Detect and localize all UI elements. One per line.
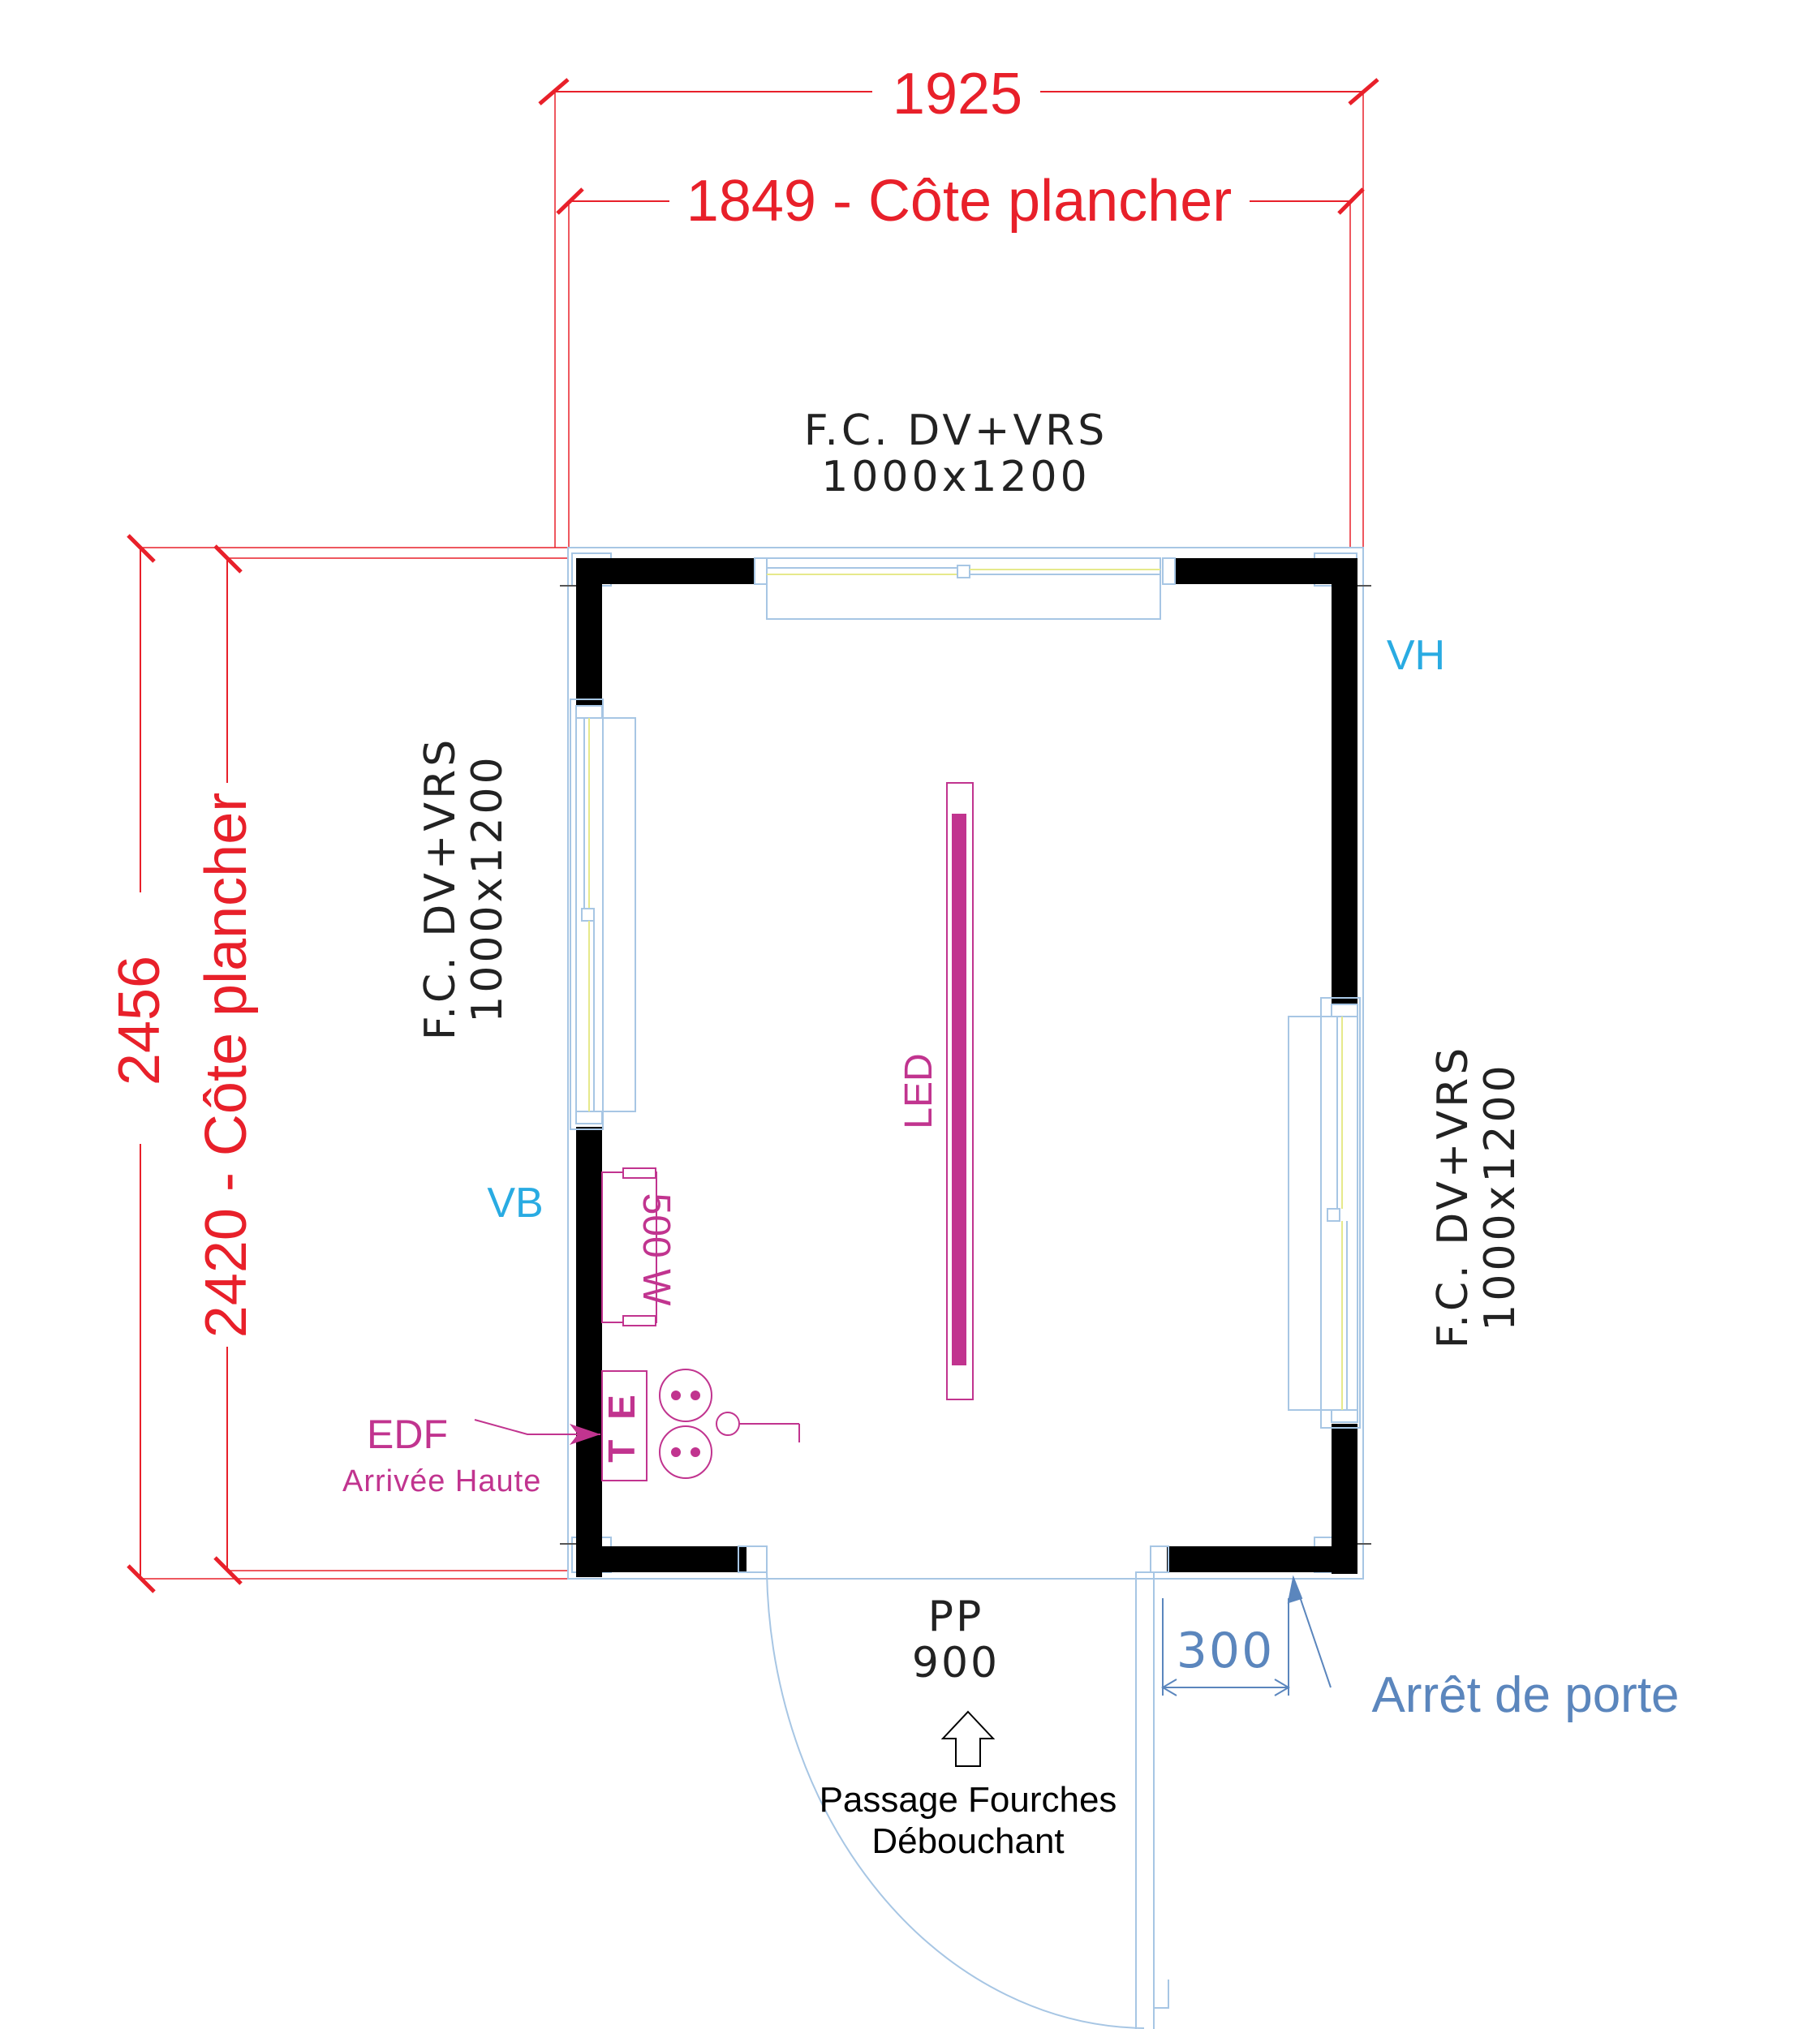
outer-outline bbox=[567, 547, 1364, 1580]
door-jamb bbox=[1150, 1545, 1169, 1573]
dim-300-label: 300 bbox=[1177, 1623, 1275, 1679]
led-outline bbox=[946, 782, 974, 1400]
switch-icon bbox=[716, 1412, 740, 1436]
heater bbox=[601, 1167, 657, 1326]
top-dimensions bbox=[538, 78, 1379, 548]
window-right-label-2: 1000x1200 bbox=[1476, 1062, 1525, 1330]
dim-tick bbox=[538, 78, 570, 105]
te-box bbox=[601, 1370, 648, 1481]
window-left-outer bbox=[570, 699, 604, 1130]
window-top bbox=[754, 557, 1176, 620]
heater-bracket bbox=[622, 1315, 656, 1326]
socket-pin bbox=[671, 1391, 681, 1400]
window-meeting-rail bbox=[1327, 1208, 1340, 1222]
window-top-label-2: 1000x1200 bbox=[821, 453, 1090, 501]
socket-outlet-icon bbox=[659, 1425, 712, 1479]
socket-pin bbox=[691, 1447, 700, 1457]
window-right-frame bbox=[1288, 1016, 1358, 1411]
window-left-label-2: 1000x1200 bbox=[463, 754, 512, 1022]
window-right bbox=[1288, 997, 1361, 1429]
window-right-outer bbox=[1320, 997, 1361, 1429]
door-swing bbox=[738, 1545, 1169, 2029]
door-handle bbox=[1154, 1980, 1169, 2009]
dim-2420-label: 2420 - Côte plancher bbox=[194, 793, 259, 1338]
forks-arrow bbox=[940, 1710, 996, 1767]
electrical-panel bbox=[601, 1369, 800, 1481]
wall-top-left bbox=[576, 558, 755, 584]
window-jamb bbox=[1331, 1409, 1358, 1423]
window-left bbox=[570, 699, 636, 1130]
door-leaf bbox=[1135, 1571, 1155, 2029]
door-stop-dimension bbox=[1161, 1598, 1290, 1696]
dim-1925-label: 1925 bbox=[893, 62, 1022, 127]
te-label: T E bbox=[600, 1390, 643, 1463]
walls bbox=[576, 558, 1357, 1577]
window-top-label-1: F.C. DV+VRS bbox=[804, 406, 1108, 455]
door-jamb bbox=[738, 1545, 768, 1573]
dim-1849-label: 1849 - Côte plancher bbox=[686, 169, 1232, 234]
socket-pin bbox=[691, 1391, 700, 1400]
wall-bottom-left bbox=[576, 1546, 747, 1572]
forks-label-1: Passage Fourches bbox=[820, 1780, 1117, 1820]
heater-label: 500 W bbox=[635, 1193, 678, 1306]
dim-tick bbox=[556, 187, 584, 215]
window-jamb bbox=[1162, 557, 1176, 585]
vb-label: VB bbox=[487, 1180, 543, 1227]
door-stop-leader bbox=[1287, 1575, 1332, 1688]
window-jamb bbox=[575, 1111, 603, 1124]
forks-label-2: Débouchant bbox=[871, 1821, 1064, 1861]
window-left-frame bbox=[575, 717, 636, 1112]
dim-arrow-icon bbox=[1161, 1679, 1177, 1696]
door-stop-label: Arrêt de porte bbox=[1371, 1667, 1679, 1723]
door-swing-arc bbox=[766, 1571, 1145, 2029]
window-meeting-rail bbox=[581, 908, 595, 922]
edf-supply bbox=[474, 1419, 600, 1445]
wall-left-bottom bbox=[576, 1127, 602, 1577]
dim-tick bbox=[1337, 187, 1365, 215]
socket-outlet-icon bbox=[659, 1369, 712, 1422]
window-right-label-1: F.C. DV+VRS bbox=[1429, 1045, 1478, 1348]
dim-tick bbox=[127, 534, 156, 563]
left-dimensions bbox=[127, 534, 568, 1593]
door-type-label: PP bbox=[928, 1593, 984, 1641]
wall-left-top bbox=[576, 558, 602, 707]
edf-arrow-head-icon bbox=[570, 1424, 600, 1445]
dim-arrow-icon bbox=[1274, 1679, 1290, 1696]
heater-bracket bbox=[622, 1167, 656, 1179]
led-fixture bbox=[946, 782, 974, 1400]
led-label: LED bbox=[897, 1053, 940, 1128]
edf-arrow-line bbox=[474, 1419, 600, 1435]
edf-label: EDF bbox=[367, 1412, 448, 1457]
dim-2456-label: 2456 bbox=[107, 956, 172, 1085]
edf-sub-label: Arrivée Haute bbox=[342, 1464, 541, 1498]
window-jamb bbox=[754, 557, 768, 585]
socket-pin bbox=[671, 1447, 681, 1457]
wall-bottom-right bbox=[1167, 1546, 1357, 1572]
door-width-label: 900 bbox=[912, 1639, 1000, 1687]
vh-label: VH bbox=[1387, 632, 1445, 679]
wall-right-top bbox=[1332, 558, 1357, 1004]
window-meeting-rail bbox=[957, 565, 970, 578]
up-arrow-icon bbox=[940, 1710, 996, 1767]
window-top-frame bbox=[766, 557, 1161, 620]
window-jamb bbox=[575, 705, 603, 719]
led-bar bbox=[952, 814, 966, 1365]
dim-tick bbox=[213, 544, 243, 574]
window-left-label-1: F.C. DV+VRS bbox=[416, 737, 465, 1040]
wall-top-right bbox=[1175, 558, 1357, 584]
leader-arrow-icon bbox=[1287, 1575, 1303, 1604]
window-jamb bbox=[1331, 1004, 1358, 1017]
